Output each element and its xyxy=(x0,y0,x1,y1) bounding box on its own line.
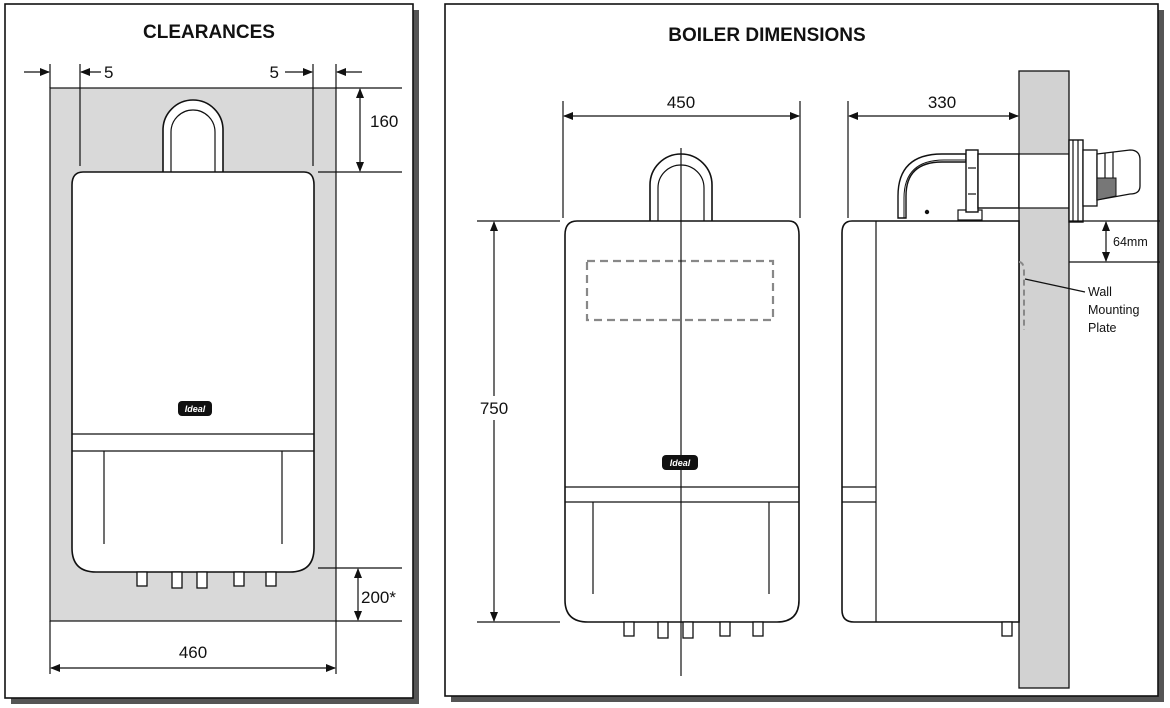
flue-offset-label: 64mm xyxy=(1113,235,1148,249)
top-clearance-label: 160 xyxy=(370,112,398,131)
dimensions-title: BOILER DIMENSIONS xyxy=(668,25,865,46)
top-clearance-dim: 160 xyxy=(318,87,402,173)
logo-badge-right xyxy=(662,455,698,470)
clearances-title: CLEARANCES xyxy=(143,22,275,43)
dimensions-panel: BOILER DIMENSIONS Ideal xyxy=(444,3,1164,702)
pipes-left xyxy=(136,571,277,589)
boiler-front-right: Ideal xyxy=(564,148,800,676)
flue-offset-dim: 64mm xyxy=(1069,220,1160,263)
wall-plate-label-line3: Plate xyxy=(1088,321,1117,335)
logo-text-right: Ideal xyxy=(670,458,691,468)
overall-width-label: 460 xyxy=(179,643,207,662)
height-dim: 750 xyxy=(474,220,560,623)
side-clearance-right-label: 5 xyxy=(270,63,279,82)
boiler-side-view xyxy=(841,139,1141,637)
boiler-front-left: Ideal xyxy=(71,171,315,573)
clearances-panel: CLEARANCES Ideal xyxy=(4,3,419,704)
depth-label: 330 xyxy=(928,93,956,112)
flue-left xyxy=(162,99,224,172)
wall-plate-label-line1: Wall xyxy=(1088,285,1112,299)
bottom-clearance-dim: 200* xyxy=(318,567,402,622)
wall-plate-outline-side xyxy=(1018,261,1025,330)
wall-plate-outline-front xyxy=(585,259,775,322)
depth-dim: 330 xyxy=(847,93,1019,218)
wall-plate-label-line2: Mounting xyxy=(1088,303,1139,317)
side-clearance-left-label: 5 xyxy=(104,63,113,82)
logo-badge-left xyxy=(178,401,212,416)
logo-text-left: Ideal xyxy=(185,404,206,414)
height-label: 750 xyxy=(480,399,508,418)
overall-width-dim: 460 xyxy=(49,621,337,674)
front-width-label: 450 xyxy=(667,93,695,112)
wall-plate-callout: Wall Mounting Plate xyxy=(1024,278,1139,335)
side-clearance-dims: 5 5 xyxy=(24,63,362,166)
bottom-clearance-label: 200* xyxy=(361,588,396,607)
front-width-dim: 450 xyxy=(562,93,801,218)
